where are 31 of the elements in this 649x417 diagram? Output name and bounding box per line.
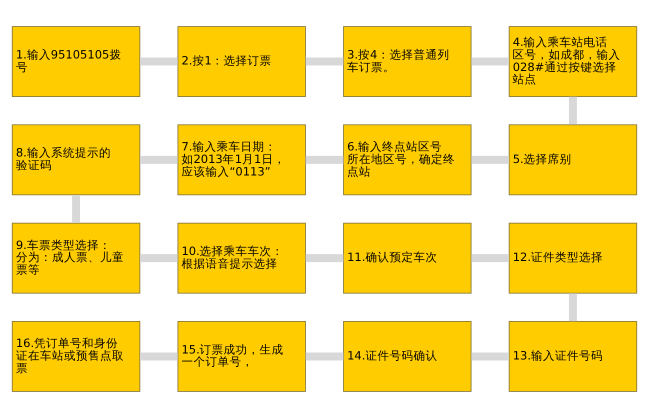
node-box: 5.选择席别 bbox=[508, 124, 638, 195]
node-box: 10.选择乘车车次：根据语音提示选择 bbox=[177, 222, 306, 294]
connector bbox=[306, 57, 344, 66]
connector bbox=[471, 254, 509, 262]
node-box: 11.确认预定车次 bbox=[343, 222, 472, 294]
node-box: 4.输入乘车站电话区号，如成都，输入028#通过按键选择站点 bbox=[508, 26, 638, 96]
node-box: 15.订票成功，生成一个订单号， bbox=[177, 320, 306, 392]
node-box: 3.按4：选择普通列车订票。 bbox=[343, 26, 472, 96]
connector bbox=[306, 254, 344, 262]
node-box: 14.证件号码确认 bbox=[343, 320, 472, 392]
connector bbox=[306, 155, 344, 164]
node-box: 2.按1：选择订票 bbox=[177, 26, 306, 96]
connector bbox=[471, 352, 509, 360]
node-box: 7.输入乘车日期：如2013年1月1日，应该输入“0113” bbox=[177, 124, 306, 195]
node-box: 12.证件类型选择 bbox=[508, 222, 638, 294]
connector bbox=[140, 155, 178, 164]
connector bbox=[471, 155, 509, 164]
connector bbox=[471, 57, 509, 66]
connector bbox=[140, 352, 178, 360]
node-box: 1.输入95105105拨号 bbox=[12, 26, 140, 96]
node-box: 6.输入终点站区号所在地区号，确定终点站 bbox=[343, 124, 472, 195]
connector bbox=[568, 96, 577, 124]
connector bbox=[140, 254, 178, 262]
connector bbox=[72, 194, 80, 222]
node-box: 16.凭订单号和身份证在车站或预售点取票 bbox=[12, 320, 140, 392]
node-box: 13.输入证件号码 bbox=[508, 320, 638, 392]
node-box: 9.车票类型选择：分为：成人票、儿童票等 bbox=[12, 222, 140, 294]
connector bbox=[306, 352, 344, 360]
node-box: 8.输入系统提示的验证码 bbox=[12, 124, 140, 195]
connector bbox=[568, 292, 577, 321]
connector bbox=[140, 57, 178, 66]
